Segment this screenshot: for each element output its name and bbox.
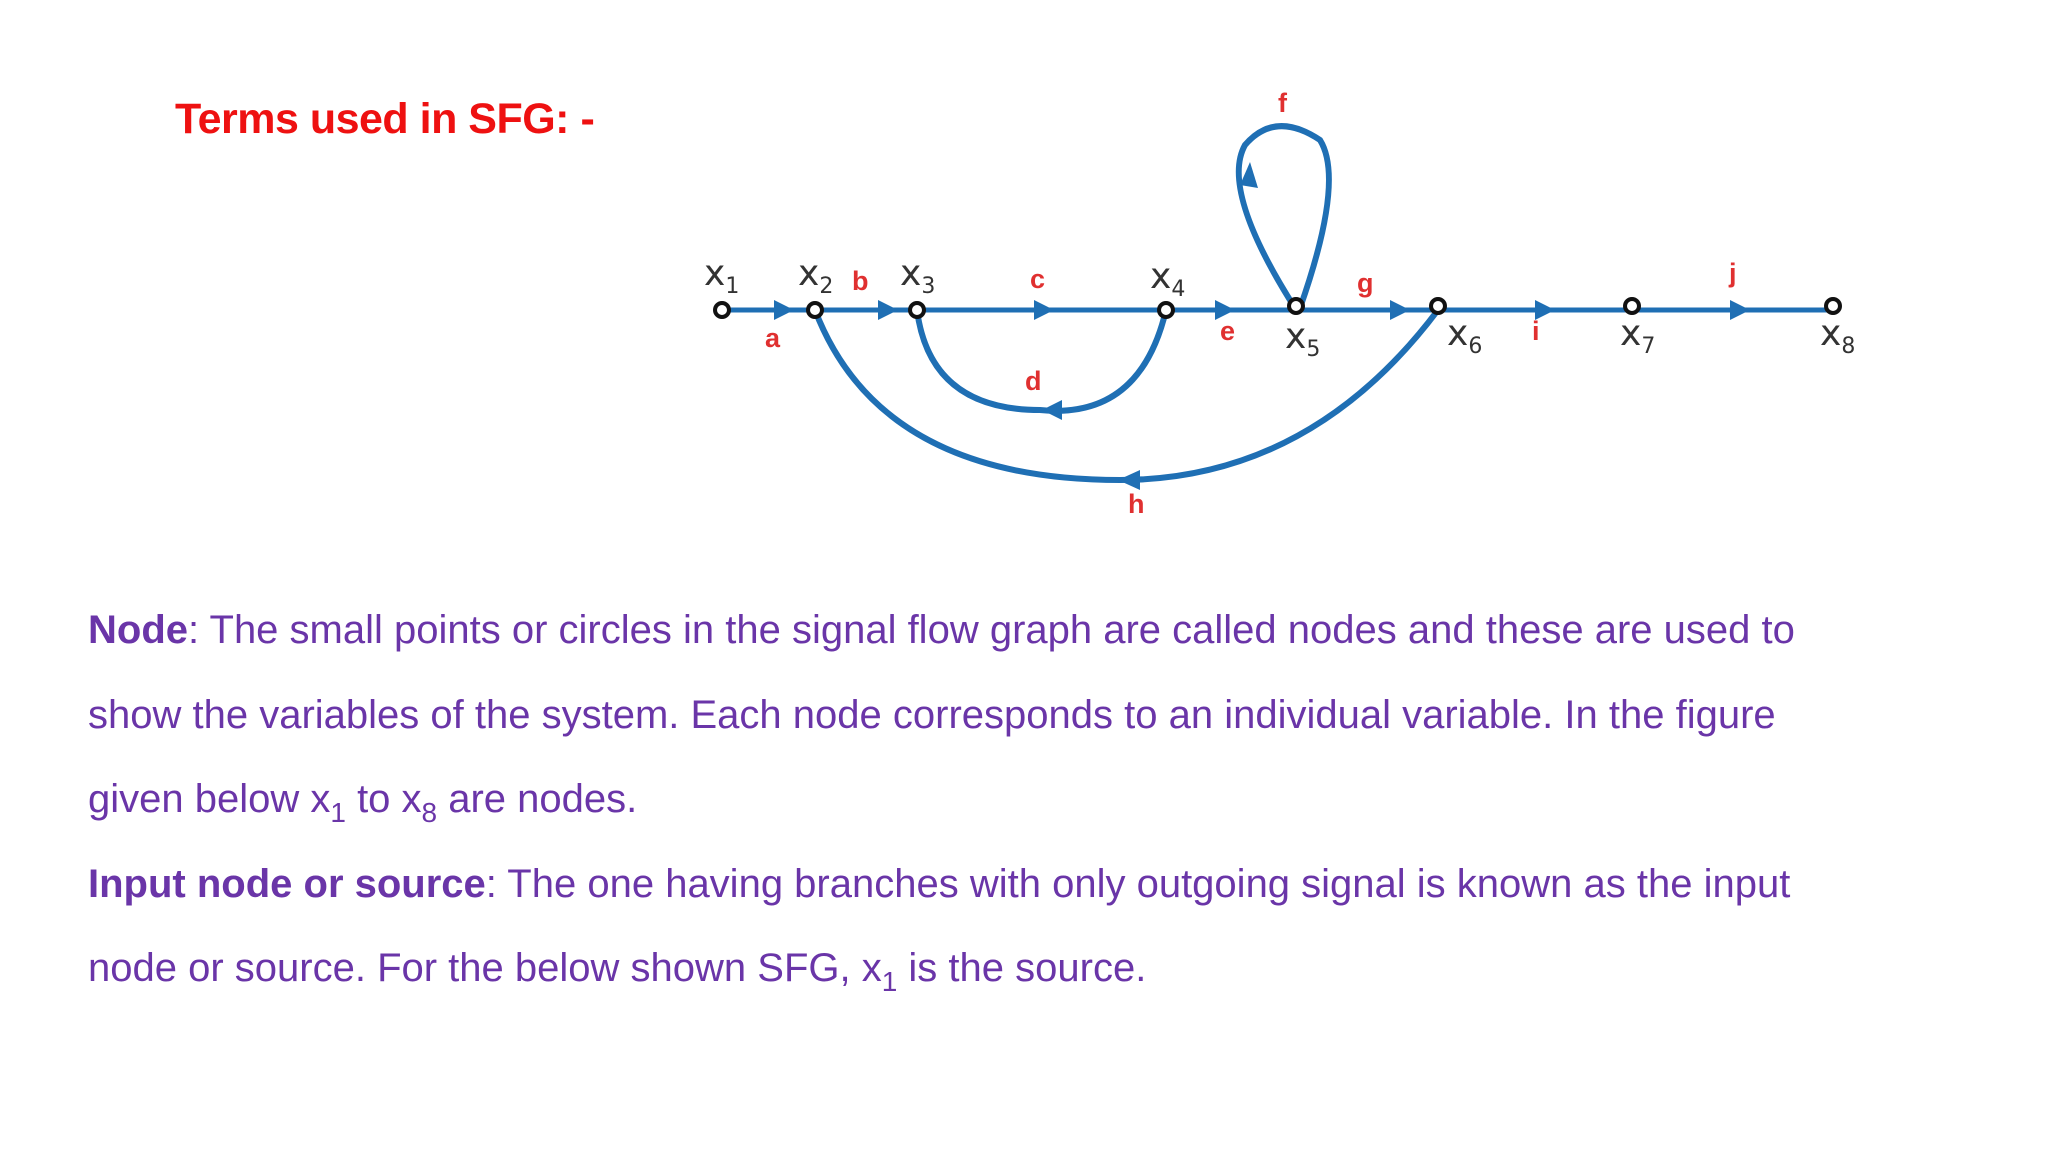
- arrow-g: [1390, 300, 1410, 320]
- node-x1: [713, 301, 731, 319]
- arrow-j: [1730, 300, 1750, 320]
- node-definition-line-1: Node: The small points or circles in the…: [88, 608, 1988, 653]
- node-label-x8: x8: [1820, 313, 1855, 359]
- branch-label-d: d: [1025, 366, 1042, 396]
- branch-label-a: a: [765, 323, 781, 353]
- text-run: is the source.: [897, 946, 1147, 990]
- node-label-x2: x2: [798, 253, 833, 299]
- arrow-f: [1240, 162, 1258, 188]
- node-definition-text: : The small points or circles in the sig…: [188, 608, 1795, 652]
- slide-heading: Terms used in SFG: -: [175, 95, 595, 143]
- node-label-x7: x7: [1620, 313, 1655, 359]
- branch-label-e: e: [1220, 316, 1235, 346]
- input-node-term: Input node or source: [88, 862, 486, 906]
- node-x7: [1623, 297, 1641, 315]
- arrow-b: [878, 300, 898, 320]
- branch-label-c: c: [1030, 264, 1045, 294]
- arrow-h: [1118, 470, 1140, 490]
- input-node-definition-line-1: Input node or source: The one having bra…: [88, 862, 1988, 907]
- node-label-x3: x3: [900, 253, 935, 299]
- node-x2: [806, 301, 824, 319]
- branch-label-j: j: [1728, 258, 1737, 288]
- node-definition-line-2: show the variables of the system. Each n…: [88, 693, 1776, 737]
- subscript: 8: [421, 797, 438, 828]
- branch-d: [914, 309, 1169, 414]
- arrow-e: [1215, 300, 1235, 320]
- arrow-c: [1034, 300, 1054, 320]
- text-run: given below x: [88, 777, 331, 821]
- node-x5: [1287, 297, 1305, 315]
- arrow-d: [1042, 400, 1062, 420]
- text-run: to x: [345, 777, 422, 821]
- node-definition-line-3: given below x1 to x8 are nodes.: [88, 777, 1988, 827]
- branch-label-h: h: [1128, 489, 1145, 519]
- signal-flow-graph: x1 x2 x3 x4 x5 x6 x7 x8 a b c d e f g h …: [704, 88, 1855, 519]
- subscript: 1: [881, 966, 898, 997]
- node-label-x5: x5: [1285, 316, 1320, 362]
- node-label-x1: x1: [704, 253, 739, 299]
- branch-f: [1235, 123, 1332, 310]
- text-run: are nodes.: [437, 777, 638, 821]
- node-label-x4: x4: [1150, 256, 1185, 302]
- branch-label-g: g: [1357, 268, 1374, 298]
- branch-h: [812, 308, 1441, 484]
- arrow-a: [774, 300, 794, 320]
- node-x8: [1824, 297, 1842, 315]
- branch-label-f: f: [1278, 88, 1288, 118]
- input-node-definition-text: : The one having branches with only outg…: [485, 862, 1791, 906]
- node-label-x6: x6: [1447, 313, 1482, 359]
- arrow-i: [1535, 300, 1555, 320]
- text-run: node or source. For the below shown SFG,…: [88, 946, 882, 990]
- input-node-definition-line-2: node or source. For the below shown SFG,…: [88, 946, 1988, 996]
- subscript: 1: [330, 797, 346, 828]
- node-x3: [908, 301, 926, 319]
- branch-label-i: i: [1532, 316, 1540, 346]
- node-term: Node: [88, 608, 188, 652]
- node-x6: [1429, 297, 1447, 315]
- node-x4: [1157, 301, 1175, 319]
- branch-label-b: b: [852, 266, 869, 296]
